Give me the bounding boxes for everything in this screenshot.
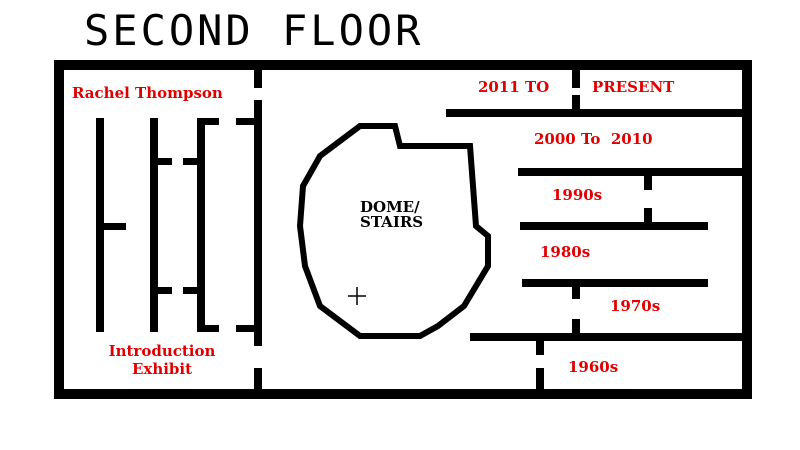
room-1960s[interactable]: 1960s (568, 358, 619, 376)
post-1960-bottom (536, 368, 544, 389)
panel-3-arm-bottom (183, 287, 197, 294)
post-2011-top (572, 70, 580, 88)
page-title: SECOND FLOOR (84, 6, 424, 55)
introduction-line1: Introduction (108, 342, 216, 360)
post-2000 (644, 176, 652, 190)
room-1970s[interactable]: 1970s (610, 297, 661, 315)
panel-2 (150, 118, 158, 332)
post-1960 (536, 341, 544, 355)
introduction-line2: Exhibit (131, 360, 193, 378)
room-1980s[interactable]: 1980s (540, 243, 591, 261)
west-partition-main (254, 100, 262, 346)
right-wall (742, 60, 752, 399)
bottom-wall (54, 389, 752, 399)
post-1970 (572, 319, 580, 333)
room-introduction-exhibit[interactable]: Introduction Exhibit (100, 342, 224, 378)
dome-line2: STAIRS (360, 213, 424, 231)
dome-outline (296, 123, 491, 339)
crosshair-icon (348, 287, 366, 305)
panel-3-bottom (197, 325, 219, 332)
wall-2000 (518, 168, 742, 176)
room-2011-label-part2[interactable]: PRESENT (592, 78, 675, 96)
post-1980 (572, 287, 580, 299)
west-partition-top (254, 70, 262, 88)
panel-3-vertical (197, 118, 205, 332)
west-partition (254, 70, 262, 389)
post-1990-top (644, 208, 652, 222)
panel-2-arm-bottom (158, 287, 172, 294)
panel-4-top (236, 118, 254, 125)
room-rachel-thompson[interactable]: Rachel Thompson (72, 84, 223, 102)
room-2000-2010[interactable]: 2000 To 2010 (534, 130, 653, 148)
panel-3-top (197, 118, 219, 125)
east-wing-walls (446, 70, 742, 389)
west-wing-panels (96, 118, 254, 332)
top-wall (54, 60, 752, 70)
wall-1980 (522, 279, 708, 287)
outer-walls (54, 60, 752, 399)
post-2011-bottom (572, 95, 580, 109)
wall-1970 (470, 333, 742, 341)
west-partition-bottom (254, 368, 262, 389)
wall-1990 (520, 222, 708, 230)
panel-2-arm-top (158, 158, 172, 165)
panel-1-arm (104, 223, 126, 230)
room-1990s[interactable]: 1990s (552, 186, 603, 204)
room-dome-stairs[interactable]: DOME/ STAIRS (360, 200, 423, 230)
room-2011-label-part1[interactable]: 2011 TO (478, 78, 550, 96)
wall-2011 (446, 109, 742, 117)
panel-4-bottom (236, 325, 254, 332)
panel-3-arm-top (183, 158, 197, 165)
panel-1 (96, 118, 104, 332)
left-wall (54, 60, 64, 399)
dome-line1: DOME/ (360, 198, 420, 216)
